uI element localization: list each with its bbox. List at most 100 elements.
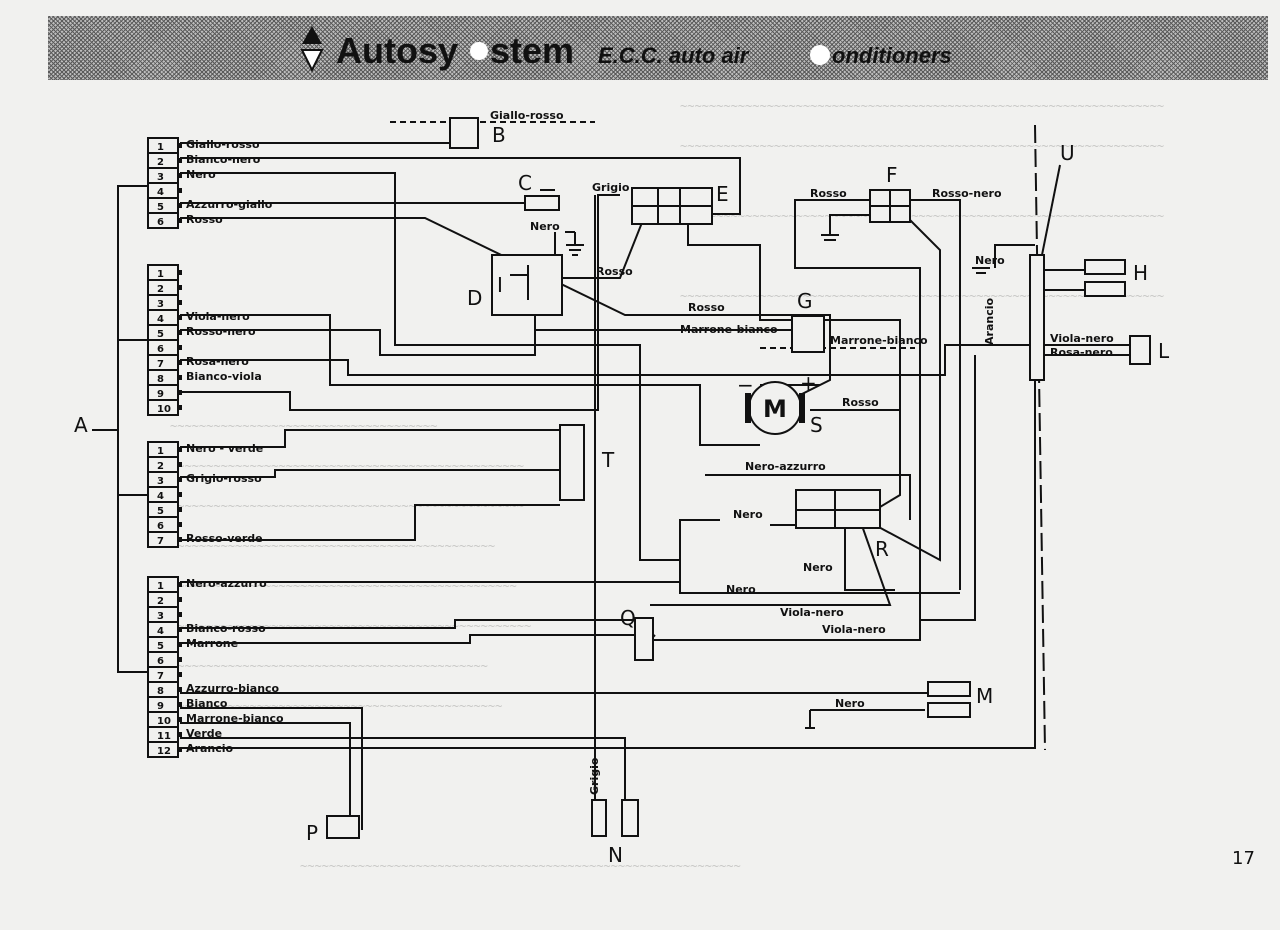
component-C: C — [518, 171, 560, 211]
label-S: S — [810, 413, 823, 437]
component-R: R — [795, 489, 889, 561]
connector-terminal — [178, 507, 182, 512]
connector-pin-number: 5 — [157, 641, 164, 652]
label-Q: Q — [620, 606, 636, 630]
header-banner — [48, 16, 1268, 80]
connector-pin-number: 7 — [157, 536, 164, 547]
connector-wire-label: Giallo-rosso — [186, 138, 260, 151]
connector-wire-label: Bianco-viola — [186, 370, 262, 383]
brand-title-rest: stem — [490, 30, 574, 71]
component-H: H — [1084, 259, 1148, 297]
component-Q: Q — [620, 606, 654, 661]
connector-terminal — [178, 218, 182, 223]
label-L: L — [1158, 339, 1170, 363]
wires — [180, 121, 1130, 830]
label-M: M — [976, 684, 993, 708]
wire-label: Rosso — [842, 396, 879, 409]
connector-wire-label: Rosso-verde — [186, 532, 263, 545]
connector-wire-label: Bianco-nero — [186, 153, 261, 166]
svg-text:~~~~~~~~~~~~~~~~~~~~~~~~~~~~~~: ~~~~~~~~~~~~~~~~~~~~~~~~~~~~~~~~~~~~~~~~… — [680, 209, 1164, 223]
connector-pin-number: 6 — [157, 344, 164, 355]
svg-text:~~~~~~~~~~~~~~~~~~~~~~~~~~~~~~: ~~~~~~~~~~~~~~~~~~~~~~~~~~~~~~~~~~~~~~~~… — [680, 139, 1164, 153]
svg-text:~~~~~~~~~~~~~~~~~~~~~~~~~~~~~~: ~~~~~~~~~~~~~~~~~~~~~~~~~~~~~~~~~~~~~~~~… — [170, 659, 488, 673]
wire-label: Nero-azzurro — [745, 460, 826, 473]
ground-symbol-F — [821, 234, 839, 241]
label-E: E — [716, 182, 729, 206]
svg-text:~~~~~~~~~~~~~~~~~~~~~~~~~~~~~~: ~~~~~~~~~~~~~~~~~~~~~~~~~~~~~~~~~~~~~~~~… — [170, 699, 502, 713]
header-tagline: E.C.C. auto air — [598, 43, 750, 68]
wire-label: Nero — [733, 508, 763, 521]
component-N: N — [591, 799, 639, 867]
punch-hole-2 — [810, 45, 830, 65]
connector-pin-number: 2 — [157, 157, 164, 168]
connector-wire-label: Nero - verde — [186, 442, 263, 455]
wire-label: Nero — [530, 220, 560, 233]
ground-symbol-H — [972, 267, 990, 274]
component-G: G — [791, 289, 825, 353]
connector-terminal — [178, 300, 182, 305]
connector-pin-number: 3 — [157, 172, 164, 183]
label-B: B — [492, 123, 506, 147]
label-T: T — [601, 448, 615, 472]
component-P: P — [306, 815, 360, 845]
connector-group-brace: A — [74, 185, 148, 673]
wire-label: Nero — [803, 561, 833, 574]
connector-terminal — [178, 345, 182, 350]
connector-pin-number: 4 — [157, 626, 164, 637]
wire-label: Marrone-bianco — [830, 334, 928, 347]
connector-pin-number: 11 — [157, 731, 171, 742]
connector-pin-number: 2 — [157, 596, 164, 607]
page-number: 17 — [1232, 848, 1255, 869]
wire-label: Rosa-nero — [1050, 346, 1113, 359]
connector-terminal — [178, 203, 182, 208]
label-C: C — [518, 171, 532, 195]
label-N: N — [608, 843, 623, 867]
connector-pin-number: 9 — [157, 701, 164, 712]
motor-plus: + — [800, 371, 817, 395]
connector-pin-number: 6 — [157, 217, 164, 228]
connector-terminal — [178, 657, 182, 662]
wire-label: Viola-nero — [822, 623, 886, 636]
wire-label: Arancio — [983, 298, 996, 345]
connector-pin-number: 3 — [157, 299, 164, 310]
wire-label: Rosso — [688, 301, 725, 314]
connector-terminal — [178, 315, 182, 320]
ground-symbol-C — [565, 231, 584, 256]
svg-text:~~~~~~~~~~~~~~~~~~~~~~~~~~~~~~: ~~~~~~~~~~~~~~~~~~~~~~~~~~~~~~~~~~~~~~~~… — [680, 99, 1164, 113]
connector-terminal — [178, 687, 182, 692]
connector-pin-number: 5 — [157, 506, 164, 517]
connector-terminal — [178, 522, 182, 527]
connector-pin-number: 1 — [157, 269, 164, 280]
connector-pin-number: 2 — [157, 284, 164, 295]
component-D-switch: I D — [467, 254, 563, 316]
connector-wire-label: Grigio-rosso — [186, 472, 262, 485]
connector-pin-number: 6 — [157, 521, 164, 532]
connector-wire-label: Marrone-bianco — [186, 712, 284, 725]
connector-pin-number: 1 — [157, 446, 164, 457]
header-tagline-rest: onditioners — [832, 43, 952, 68]
connector-pin-number: 8 — [157, 686, 164, 697]
connector-terminal — [178, 173, 182, 178]
connector-terminal — [178, 462, 182, 467]
connector-pin-number: 5 — [157, 329, 164, 340]
svg-text:~~~~~~~~~~~~~~~~~~~~~~~~~~~~~~: ~~~~~~~~~~~~~~~~~~~~~~~~~~~~~~~~~~~~~~~~… — [170, 539, 495, 553]
connector-wire-label: Nero-azzurro — [186, 577, 267, 590]
wire-label: Nero — [835, 697, 865, 710]
component-E: E — [631, 182, 729, 225]
connector-wire-label: Azzurro-giallo — [186, 198, 273, 211]
connector-terminal — [178, 330, 182, 335]
connector-terminal — [178, 360, 182, 365]
connector-terminal — [178, 747, 182, 752]
connector-terminal — [178, 582, 182, 587]
connector-terminal — [178, 642, 182, 647]
connector-pin-number: 8 — [157, 374, 164, 385]
label-H: H — [1133, 261, 1148, 285]
label-U: U — [1060, 141, 1075, 165]
connector-terminal — [178, 717, 182, 722]
connector-terminal — [178, 492, 182, 497]
brand-title: Autosy — [336, 30, 458, 71]
connector-terminal — [178, 477, 182, 482]
connector-pin-number: 4 — [157, 314, 164, 325]
svg-text:~~~~~~~~~~~~~~~~~~~~~~~~~~~~~~: ~~~~~~~~~~~~~~~~~~~~~~~~~~~~~~~~~~~~~~~~… — [170, 499, 524, 513]
